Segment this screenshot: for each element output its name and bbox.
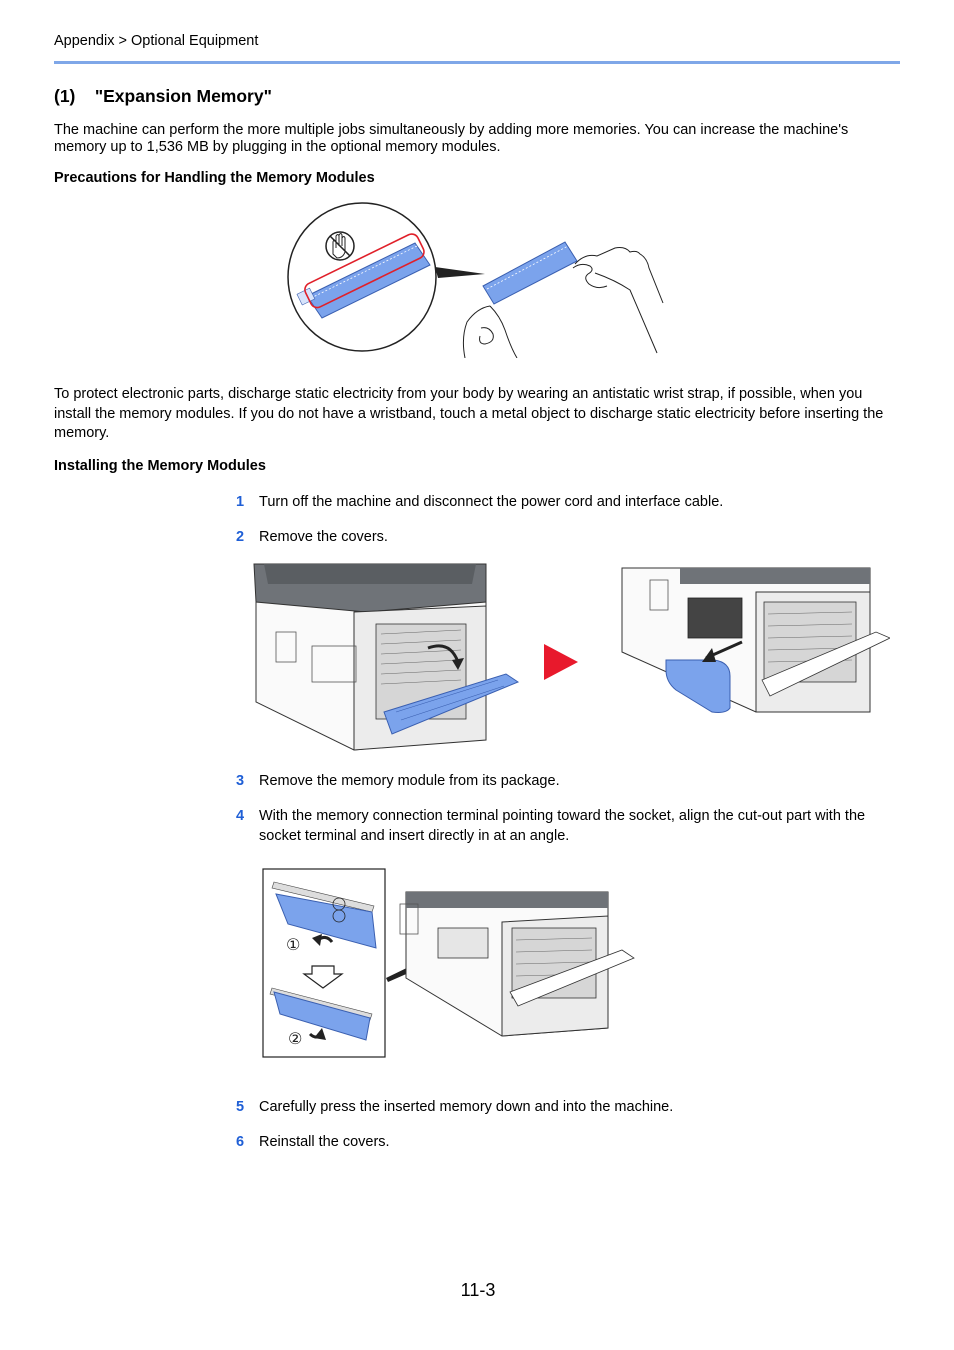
precautions-illustration (287, 202, 664, 358)
step-number: 2 (236, 529, 245, 545)
intro-paragraph: The machine can perform the more multipl… (54, 122, 849, 155)
section-title: (1) "Expansion Memory" (54, 86, 272, 106)
printer-rear-right (621, 567, 890, 713)
step-1: 1 Turn off the machine and disconnect th… (236, 492, 900, 512)
step-text: Turn off the machine and disconnect the … (259, 494, 724, 510)
breadcrumb: Appendix > Optional Equipment (54, 33, 259, 49)
step-text: Remove the covers. (259, 529, 388, 545)
remove-covers-illustration (253, 563, 890, 751)
callout-1: ① (286, 935, 300, 954)
insert-memory-illustration: ① ② (262, 868, 635, 1058)
step-text: Remove the memory module from its packag… (259, 773, 560, 789)
step-text: Reinstall the covers. (259, 1134, 390, 1150)
precautions-paragraph: To protect electronic parts, discharge s… (54, 386, 884, 441)
step-number: 6 (236, 1134, 245, 1150)
page-number: 11-3 (0, 1280, 954, 1301)
step-text: With the memory connection terminal poin… (259, 808, 866, 844)
precautions-heading: Precautions for Handling the Memory Modu… (54, 170, 375, 186)
step-4: 4 With the memory connection terminal po… (236, 806, 900, 846)
callout-2: ② (288, 1029, 302, 1048)
header-rule (54, 61, 900, 64)
no-touch-icon (325, 231, 355, 261)
step-number: 5 (236, 1099, 245, 1115)
arrow-down-icon (302, 965, 344, 989)
step-text: Carefully press the inserted memory down… (259, 1099, 674, 1115)
printer-rear-memory (399, 891, 635, 1037)
step-6: 6 Reinstall the covers. (236, 1132, 900, 1152)
install-heading: Installing the Memory Modules (54, 458, 266, 474)
step-number: 3 (236, 773, 245, 789)
step-number: 4 (236, 808, 245, 824)
printer-rear-left (253, 563, 520, 751)
page-number-text: 11-3 (460, 1280, 496, 1300)
next-arrow-icon (544, 644, 578, 680)
step-3: 3 Remove the memory module from its pack… (236, 771, 900, 791)
step-number: 1 (236, 494, 245, 510)
step-5: 5 Carefully press the inserted memory do… (236, 1097, 900, 1117)
step-2: 2 Remove the covers. (236, 527, 900, 547)
